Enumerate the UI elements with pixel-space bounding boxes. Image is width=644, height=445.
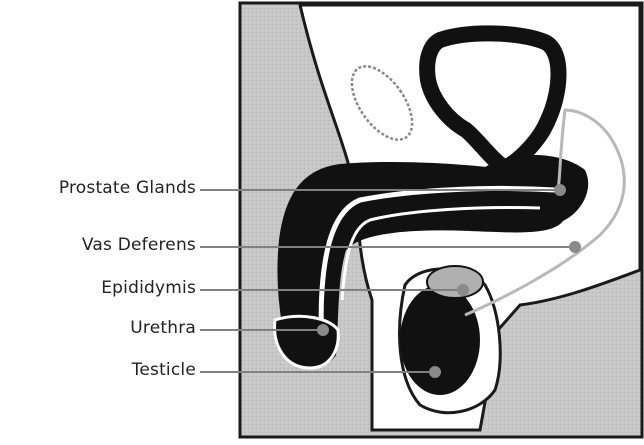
marker-epididymis — [457, 284, 469, 296]
marker-urethra — [317, 324, 329, 336]
marker-prostate — [554, 184, 566, 196]
marker-testicle — [429, 366, 441, 378]
label-urethra: Urethra — [130, 318, 196, 338]
marker-vas-deferens — [569, 241, 581, 253]
epididymis-shape — [427, 266, 483, 298]
testicle-shape — [400, 285, 480, 395]
label-testicle: Testicle — [132, 360, 196, 380]
label-epididymis: Epididymis — [101, 278, 196, 298]
label-prostate-glands: Prostate Glands — [59, 178, 196, 198]
label-vas-deferens: Vas Deferens — [82, 235, 196, 255]
